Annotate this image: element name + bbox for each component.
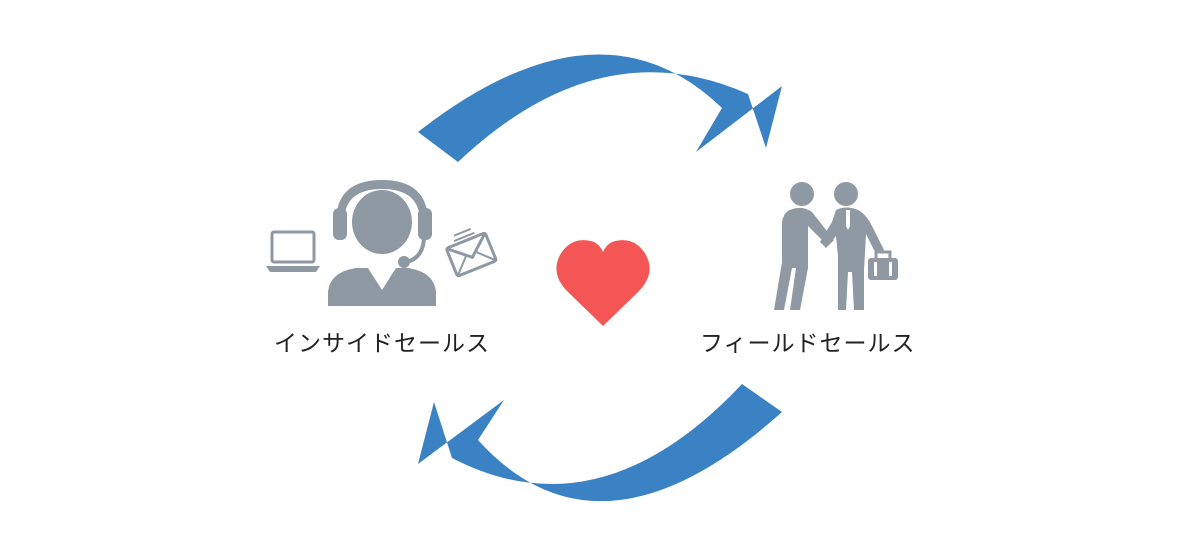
envelope-icon xyxy=(445,228,498,278)
lower-curved-arrow xyxy=(418,384,782,502)
laptop-icon xyxy=(266,230,320,272)
inside-sales-label: インサイドセールス xyxy=(274,331,490,357)
upper-curved-arrow xyxy=(418,54,782,162)
headset-operator-icon xyxy=(328,180,436,306)
briefcase-icon xyxy=(868,250,898,280)
field-sales-label: フィールドセールス xyxy=(700,331,916,357)
handshake-businessmen-icon xyxy=(774,182,884,310)
heart-icon xyxy=(556,240,650,326)
